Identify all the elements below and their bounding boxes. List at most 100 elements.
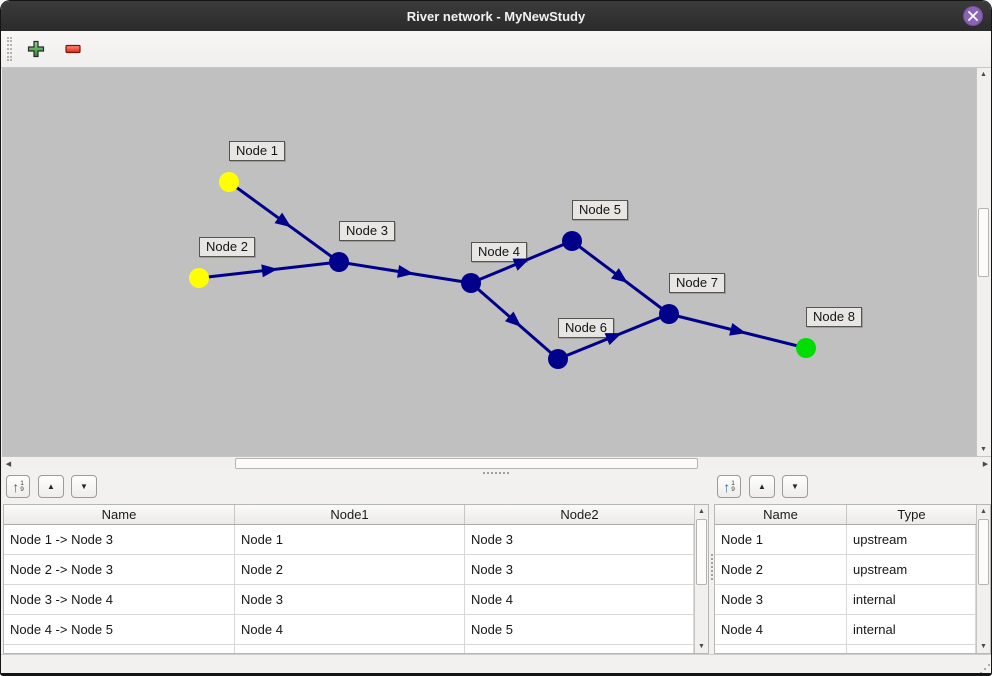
table-cell: Node 3 -> Node 4 xyxy=(4,585,235,615)
scroll-down-button[interactable]: ▼ xyxy=(977,443,990,456)
nodes-scroll-thumb[interactable] xyxy=(978,519,989,585)
nodes-table-scrollbar[interactable]: ▲ ▼ xyxy=(976,505,990,653)
node-label[interactable]: Node 3 xyxy=(339,221,395,241)
horizontal-splitter[interactable] xyxy=(1,470,991,475)
node-label[interactable]: Node 6 xyxy=(558,318,614,338)
close-button[interactable] xyxy=(963,6,983,26)
table-cell: internal xyxy=(847,585,976,615)
table-cell xyxy=(715,645,847,653)
up-triangle-icon: ▲ xyxy=(47,481,55,491)
titlebar[interactable]: River network - MyNewStudy xyxy=(1,1,991,31)
green-plus-icon xyxy=(27,40,45,58)
scroll-down-button[interactable]: ▼ xyxy=(695,640,708,653)
scroll-right-button[interactable]: ▶ xyxy=(979,457,991,470)
node-circle[interactable] xyxy=(461,273,481,293)
node-circle[interactable] xyxy=(189,268,209,288)
scroll-up-icon: ▲ xyxy=(980,508,987,515)
node-circle[interactable] xyxy=(219,172,239,192)
column-header-name[interactable]: Name xyxy=(715,505,847,524)
node-circle[interactable] xyxy=(796,338,816,358)
scroll-up-button[interactable]: ▲ xyxy=(977,68,990,81)
scroll-down-icon: ▼ xyxy=(980,643,987,650)
table-cell: internal xyxy=(847,615,976,645)
add-node-button[interactable] xyxy=(23,36,49,62)
close-icon xyxy=(968,11,978,21)
node-circle[interactable] xyxy=(659,304,679,324)
table-cell xyxy=(4,645,235,653)
table-cell: Node 2 -> Node 3 xyxy=(4,555,235,585)
nodes-sort-button[interactable]: ↑ 1 9 xyxy=(717,475,741,498)
nodes-move-up-button[interactable]: ▲ xyxy=(749,475,775,498)
remove-node-button[interactable] xyxy=(60,36,86,62)
canvas-vertical-scrollbar[interactable]: ▲ ▼ xyxy=(976,68,990,456)
branches-move-up-button[interactable]: ▲ xyxy=(38,475,64,498)
branches-move-down-button[interactable]: ▼ xyxy=(71,475,97,498)
table-row[interactable] xyxy=(715,645,990,653)
network-canvas[interactable]: Node 1 Node 2 Node 3 Node 4 Node 5 Node 6 Node… xyxy=(2,68,978,456)
table-cell: Node 4 xyxy=(465,585,694,615)
main-toolbar xyxy=(1,31,991,68)
column-header-node2[interactable]: Node2 xyxy=(560,507,599,522)
node-label[interactable]: Node 1 xyxy=(229,141,285,161)
scroll-up-button[interactable]: ▲ xyxy=(977,505,990,518)
window-resize-grip[interactable] xyxy=(984,668,986,670)
down-triangle-icon: ▼ xyxy=(80,481,88,491)
table-cell: Node 4 xyxy=(235,615,465,645)
sort-icon: ↑ 1 9 xyxy=(723,478,735,495)
vertical-splitter[interactable] xyxy=(709,504,714,654)
branches-sort-button[interactable]: ↑ 1 9 xyxy=(6,475,30,498)
node-labels-layer: Node 1 Node 2 Node 3 Node 4 Node 5 Node 6 Node… xyxy=(2,68,978,456)
edge-arrow-icon xyxy=(397,264,414,278)
scroll-up-icon: ▲ xyxy=(698,508,705,515)
column-header-type[interactable]: Type xyxy=(897,507,926,522)
table-cell: Node 4 -> Node 5 xyxy=(4,615,235,645)
nodes-move-down-button[interactable]: ▼ xyxy=(782,475,808,498)
up-triangle-icon: ▲ xyxy=(758,481,766,491)
window-title: River network - MyNewStudy xyxy=(406,8,586,24)
edge-arrow-icon xyxy=(504,311,522,327)
column-header-name[interactable]: Name xyxy=(4,505,235,524)
table-cell: upstream xyxy=(847,555,976,585)
table-cell xyxy=(847,645,976,653)
edge-arrow-icon xyxy=(261,264,278,278)
splitter-grip xyxy=(483,472,509,474)
table-cell: Node 5 xyxy=(465,615,694,645)
branches-scroll-thumb[interactable] xyxy=(696,519,707,585)
branches-table-header: Name Node1 Node2 xyxy=(4,505,708,525)
node-label[interactable]: Node 5 xyxy=(572,200,628,220)
table-cell xyxy=(465,645,694,653)
scroll-down-button[interactable]: ▼ xyxy=(977,640,990,653)
column-header-node1[interactable]: Node1 xyxy=(235,505,465,524)
table-cell: Node 1 xyxy=(715,525,847,555)
scroll-left-icon: ◀ xyxy=(5,460,12,468)
edge-arrow-icon xyxy=(729,323,747,336)
node-circle[interactable] xyxy=(329,252,349,272)
node-label[interactable]: Node 2 xyxy=(199,237,255,257)
node-circle[interactable] xyxy=(548,349,568,369)
branches-table-scrollbar[interactable]: ▲ ▼ xyxy=(694,505,708,653)
canvas-hscroll-thumb[interactable] xyxy=(235,458,698,469)
down-triangle-icon: ▼ xyxy=(791,481,799,491)
canvas-horizontal-scrollbar[interactable]: ◀ ▶ xyxy=(2,456,991,470)
toolbar-drag-handle[interactable] xyxy=(7,37,12,61)
edge-arrow-icon xyxy=(274,212,292,228)
node-circle[interactable] xyxy=(562,231,582,251)
table-cell: Node 3 xyxy=(465,555,694,585)
table-row[interactable] xyxy=(4,645,708,653)
scroll-left-button[interactable]: ◀ xyxy=(2,457,15,470)
node-label[interactable]: Node 7 xyxy=(669,273,725,293)
node-label[interactable]: Node 8 xyxy=(806,307,862,327)
scroll-up-button[interactable]: ▲ xyxy=(695,505,708,518)
canvas-vscroll-thumb[interactable] xyxy=(978,208,989,277)
node-label[interactable]: Node 4 xyxy=(471,242,527,262)
